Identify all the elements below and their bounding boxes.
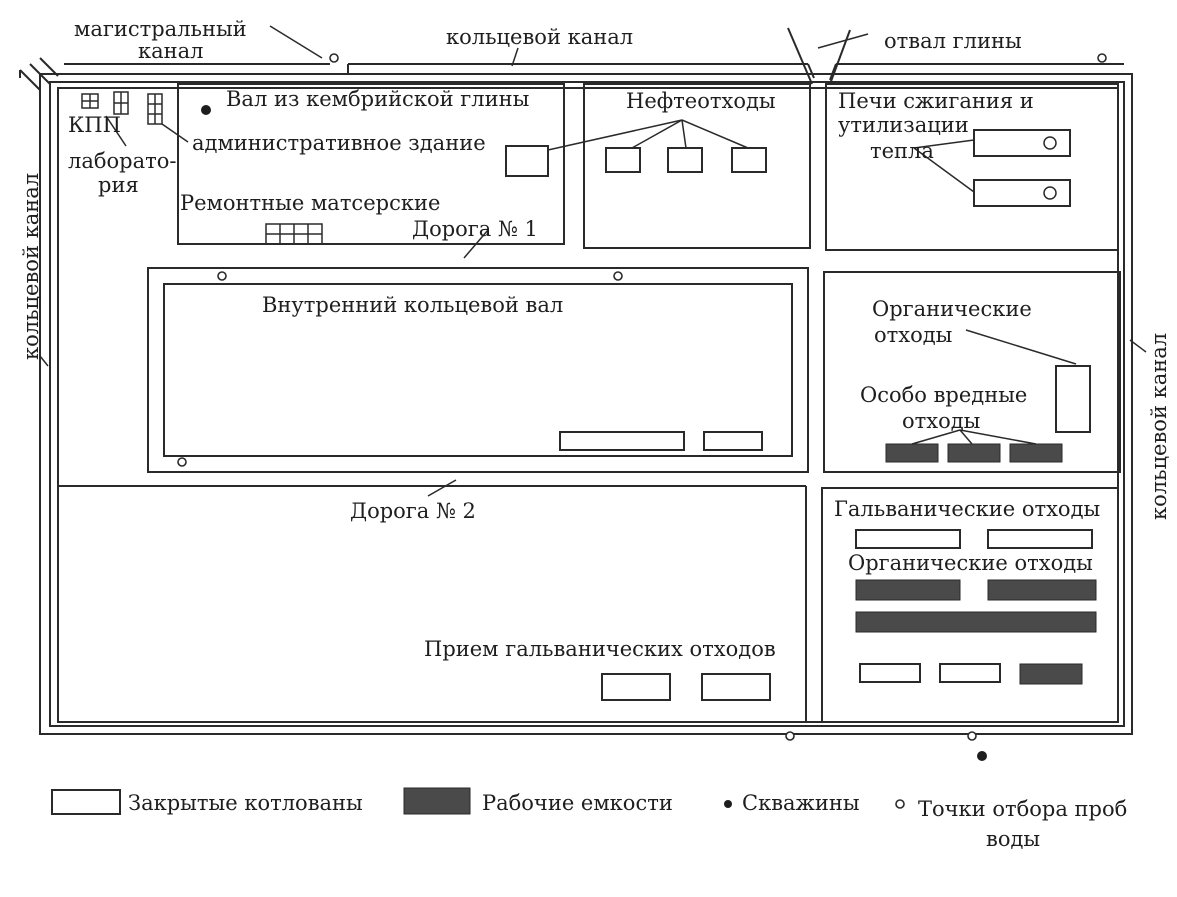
closed-pit: [601, 673, 671, 701]
galvanic-waste-label: Гальванические отходы: [834, 497, 1100, 521]
closed-pit: [703, 431, 763, 451]
repair-shops-label: Ремонтные матсерские: [180, 191, 440, 215]
organic-waste-lower-label: Органические отходы: [848, 551, 1093, 575]
closed-pit: [1055, 365, 1091, 433]
sampling-point: [785, 731, 795, 741]
legend-sampling-points-label-2: воды: [986, 827, 1040, 851]
closed-pit: [701, 673, 771, 701]
admin-building-label: административное здание: [192, 131, 486, 155]
legend-wells-label: Скважины: [742, 791, 860, 815]
work-tank: [855, 579, 961, 601]
outer-ring-canal: [39, 73, 1133, 735]
work-tanks: [855, 443, 1097, 685]
sampling-point: [329, 53, 339, 63]
legend-well-icon: [724, 800, 732, 808]
wells: [201, 105, 987, 761]
sampling-point: [177, 457, 187, 467]
furnaces-label-3: тепла: [870, 139, 934, 163]
closed-pit: [939, 663, 1001, 683]
top-canal-lines: [19, 27, 1124, 91]
organic-waste-upper-label-1: Органические: [872, 297, 1032, 321]
organic-waste-upper-label-2: отходы: [874, 323, 952, 347]
closed-pit: [667, 147, 703, 173]
laboratory-label-2: рия: [98, 173, 139, 197]
clay-dump-label: отвал глины: [884, 29, 1022, 53]
well: [977, 751, 987, 761]
well: [201, 105, 211, 115]
closed-pit: [859, 663, 921, 683]
hazardous-waste-label-1: Особо вредные: [860, 383, 1027, 407]
ring-canal-top-label: кольцевой канал: [446, 25, 633, 49]
leader-lines: [39, 25, 1147, 497]
work-tank: [1009, 443, 1063, 463]
closed-pit: [505, 145, 549, 177]
legend-work-tank-swatch: [403, 787, 471, 815]
inner-ring-wall-inner: [163, 283, 793, 457]
road-1-label: Дорога № 1: [412, 217, 538, 241]
furnace-circles: [1043, 136, 1057, 200]
inner-ring-wall-label: Внутренний кольцевой вал: [262, 293, 563, 317]
furnace-block: [825, 83, 1119, 251]
furnaces-label-1: Печи сжигания и: [838, 89, 1034, 113]
closed-pit: [559, 431, 685, 451]
road-2-label: Дорога № 2: [350, 499, 476, 523]
legend-closed-pit-swatch: [51, 789, 121, 815]
work-tank: [987, 579, 1097, 601]
labels: магистральный канал кольцевой канал отва…: [19, 17, 1171, 661]
oil-waste-label: Нефтеотходы: [626, 89, 776, 113]
legend: Закрытые котлованы Рабочие емкости Скваж…: [51, 787, 1127, 851]
laboratory-label-1: лаборато-: [68, 149, 176, 173]
work-tank: [1019, 663, 1083, 685]
work-tank: [947, 443, 1001, 463]
admin-block: [177, 83, 565, 245]
closed-pit: [605, 147, 641, 173]
inner-ring-wall-outer: [147, 267, 809, 473]
sampling-points: [177, 53, 1107, 741]
galvanic-block: [821, 487, 1119, 723]
furnace-unit: [973, 179, 1071, 207]
furnaces-label-2: утилизации: [838, 113, 969, 137]
ring-canal-right-label: кольцевой канал: [1147, 333, 1171, 520]
furnace-unit: [973, 129, 1071, 157]
cambrian-clay-wall-label: Вал из кембрийской глины: [226, 87, 529, 111]
closed-pit: [731, 147, 767, 173]
kpp-label: КПП: [68, 113, 121, 137]
organic-hazard-block: [823, 271, 1121, 473]
sampling-point: [1097, 53, 1107, 63]
galvanic-intake-label: Прием гальванических отходов: [424, 637, 776, 661]
closed-pit: [987, 529, 1093, 549]
work-tank: [855, 611, 1097, 633]
main-canal-label-1: магистральный: [74, 17, 247, 41]
buildings: [81, 91, 323, 245]
work-tank: [885, 443, 939, 463]
sampling-point: [967, 731, 977, 741]
hazardous-waste-label-2: отходы: [902, 409, 980, 433]
legend-sampling-points-label-1: Точки отбора проб: [918, 797, 1127, 821]
closed-pit: [855, 529, 961, 549]
closed-pits: [505, 129, 1093, 701]
legend-closed-pits-label: Закрытые котлованы: [128, 791, 363, 815]
legend-work-tanks-label: Рабочие емкости: [482, 791, 673, 815]
sampling-point: [613, 271, 623, 281]
oil-waste-block: [583, 83, 811, 249]
main-canal-label-2: канал: [138, 39, 204, 63]
sampling-point: [217, 271, 227, 281]
legend-sampling-point-icon: [895, 799, 905, 809]
compartments: [58, 83, 1121, 723]
ring-canal-left-label: кольцевой канал: [19, 173, 43, 360]
